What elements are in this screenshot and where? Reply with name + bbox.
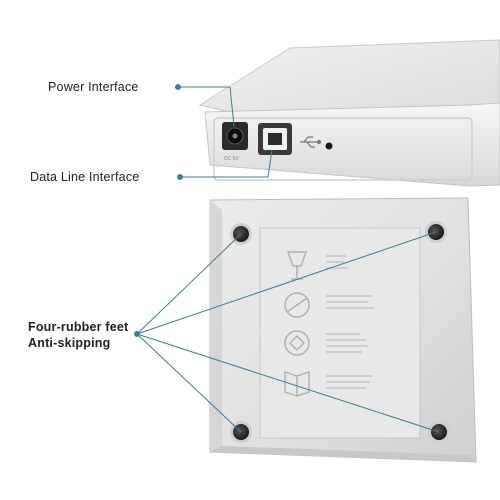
svg-text:DC 5V: DC 5V <box>224 156 239 162</box>
power-jack-icon: DC 5V <box>222 122 248 162</box>
power-interface-label: Power Interface <box>48 80 139 94</box>
data-callout-dot <box>177 174 183 180</box>
drive-bottom-view <box>209 197 477 463</box>
led-indicator <box>325 142 333 150</box>
no-touch-disc-icon <box>284 292 310 318</box>
rubber-feet-label: Four-rubber feet <box>28 320 129 334</box>
usb-logo-icon <box>300 136 322 148</box>
drive-top-view: DC 5V <box>198 39 500 187</box>
callout-lines <box>134 84 440 433</box>
no-disc-rotate-icon <box>284 330 310 356</box>
anti-skipping-label: Anti-skipping <box>28 336 111 350</box>
power-callout-dot <box>175 84 181 90</box>
data-line-interface-label: Data Line Interface <box>30 170 140 184</box>
usb-b-port-icon <box>258 123 292 155</box>
label-text-lines <box>326 255 374 389</box>
